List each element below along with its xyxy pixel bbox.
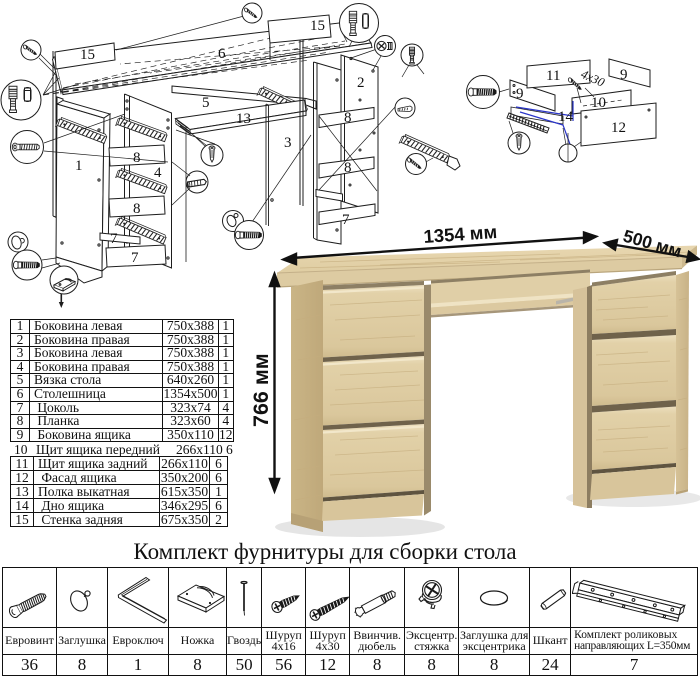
svg-text:1: 1: [75, 158, 83, 174]
svg-text:13: 13: [236, 111, 251, 127]
svg-text:9: 9: [620, 67, 628, 83]
svg-text:15: 15: [310, 18, 325, 34]
svg-text:1354 мм: 1354 мм: [423, 221, 498, 247]
svg-text:766 мм: 766 мм: [249, 353, 273, 427]
svg-text:7: 7: [131, 250, 139, 266]
svg-text:3: 3: [284, 135, 292, 151]
svg-text:7: 7: [110, 231, 118, 247]
svg-text:2: 2: [357, 75, 365, 91]
svg-text:14: 14: [558, 109, 574, 125]
svg-text:8: 8: [344, 110, 352, 126]
svg-text:4х30: 4х30: [579, 67, 608, 90]
svg-text:4: 4: [154, 165, 162, 181]
svg-text:8: 8: [344, 160, 352, 176]
svg-text:12: 12: [611, 120, 626, 136]
svg-text:8: 8: [133, 201, 141, 217]
svg-text:15: 15: [80, 47, 95, 63]
svg-text:8: 8: [133, 150, 141, 166]
svg-text:6: 6: [218, 46, 226, 62]
svg-text:5: 5: [202, 95, 210, 111]
svg-text:10: 10: [591, 95, 606, 111]
svg-text:9: 9: [516, 86, 524, 102]
svg-text:11: 11: [546, 68, 560, 84]
svg-text:7: 7: [342, 212, 350, 228]
svg-text:500 мм: 500 мм: [621, 226, 684, 262]
